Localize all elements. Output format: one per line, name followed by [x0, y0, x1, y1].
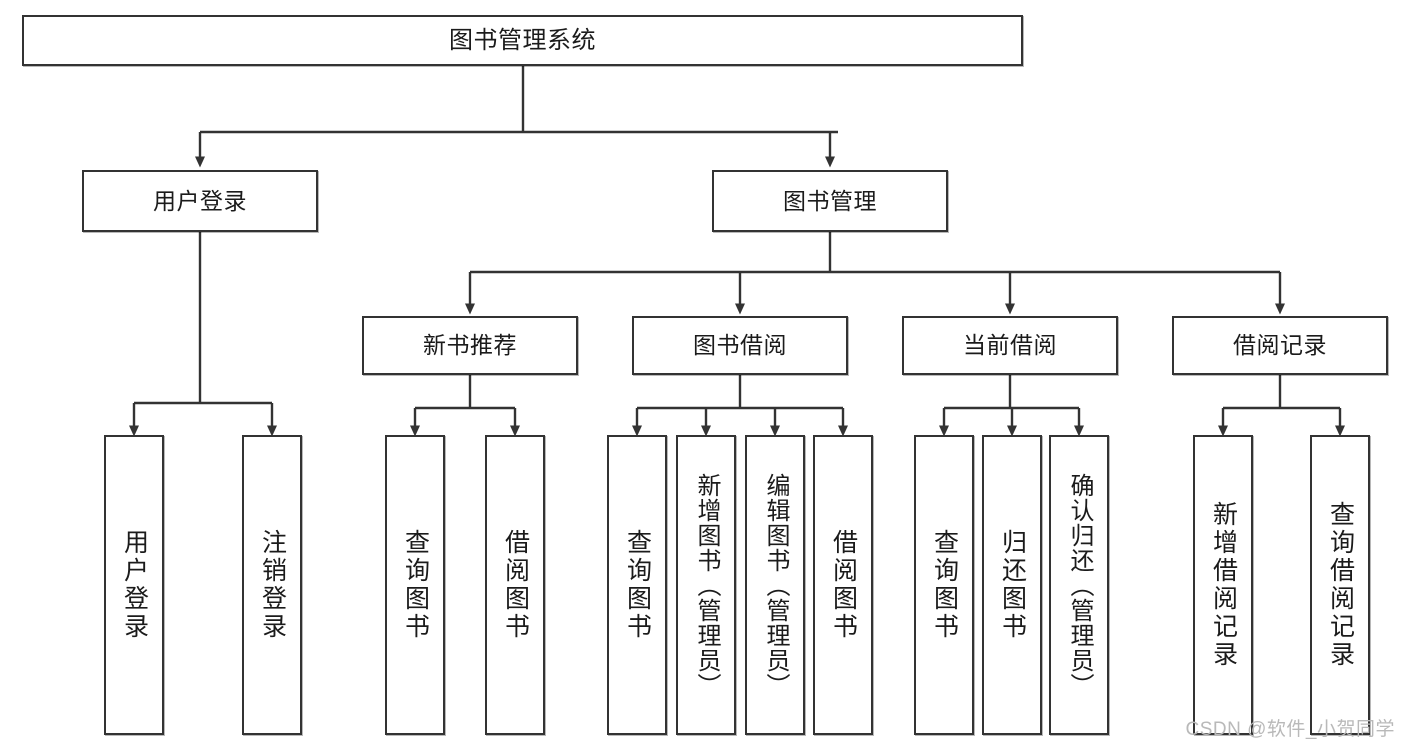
node-label: 新增借阅记录	[1209, 501, 1238, 669]
node-root-system[interactable]: 图书管理系统	[22, 15, 1023, 66]
node-label: 查询借阅记录	[1326, 501, 1355, 669]
node-label: 确认归还（管理员）	[1066, 472, 1093, 698]
node-label: 图书管理	[783, 187, 877, 214]
leaf-add-book-admin[interactable]: 新增图书（管理员）	[676, 435, 736, 735]
node-book-management[interactable]: 图书管理	[712, 170, 948, 232]
node-label: 用户登录	[120, 529, 149, 641]
node-label: 借阅图书	[829, 529, 858, 641]
node-label: 查询图书	[401, 529, 430, 641]
leaf-borrow-book-recommend[interactable]: 借阅图书	[485, 435, 545, 735]
leaf-query-book-current[interactable]: 查询图书	[914, 435, 974, 735]
node-label: 借阅图书	[501, 529, 530, 641]
node-label: 当前借阅	[963, 332, 1057, 359]
node-label: 图书管理系统	[449, 26, 596, 54]
node-label: 新书推荐	[423, 332, 517, 359]
leaf-query-borrow-record[interactable]: 查询借阅记录	[1310, 435, 1370, 735]
node-user-login[interactable]: 用户登录	[82, 170, 318, 232]
node-current-borrow[interactable]: 当前借阅	[902, 316, 1118, 375]
node-label: 查询图书	[623, 529, 652, 641]
node-label: 查询图书	[930, 529, 959, 641]
leaf-borrow-book[interactable]: 借阅图书	[813, 435, 873, 735]
node-label: 归还图书	[998, 529, 1027, 641]
node-label: 新增图书（管理员）	[693, 472, 720, 698]
node-label: 编辑图书（管理员）	[762, 472, 789, 698]
node-label: 借阅记录	[1233, 332, 1327, 359]
leaf-confirm-return-admin[interactable]: 确认归还（管理员）	[1049, 435, 1109, 735]
node-label: 用户登录	[153, 187, 247, 214]
watermark-text: CSDN @软件_小贺同学	[1185, 719, 1395, 740]
node-book-borrow[interactable]: 图书借阅	[632, 316, 848, 375]
leaf-add-borrow-record[interactable]: 新增借阅记录	[1193, 435, 1253, 735]
leaf-user-login[interactable]: 用户登录	[104, 435, 164, 735]
leaf-query-book-borrow[interactable]: 查询图书	[607, 435, 667, 735]
node-new-book-recommend[interactable]: 新书推荐	[362, 316, 578, 375]
leaf-return-book[interactable]: 归还图书	[982, 435, 1042, 735]
node-borrow-records[interactable]: 借阅记录	[1172, 316, 1388, 375]
node-label: 注销登录	[258, 529, 287, 641]
node-label: 图书借阅	[693, 332, 787, 359]
leaf-query-book-recommend[interactable]: 查询图书	[385, 435, 445, 735]
leaf-logout[interactable]: 注销登录	[242, 435, 302, 735]
leaf-edit-book-admin[interactable]: 编辑图书（管理员）	[745, 435, 805, 735]
